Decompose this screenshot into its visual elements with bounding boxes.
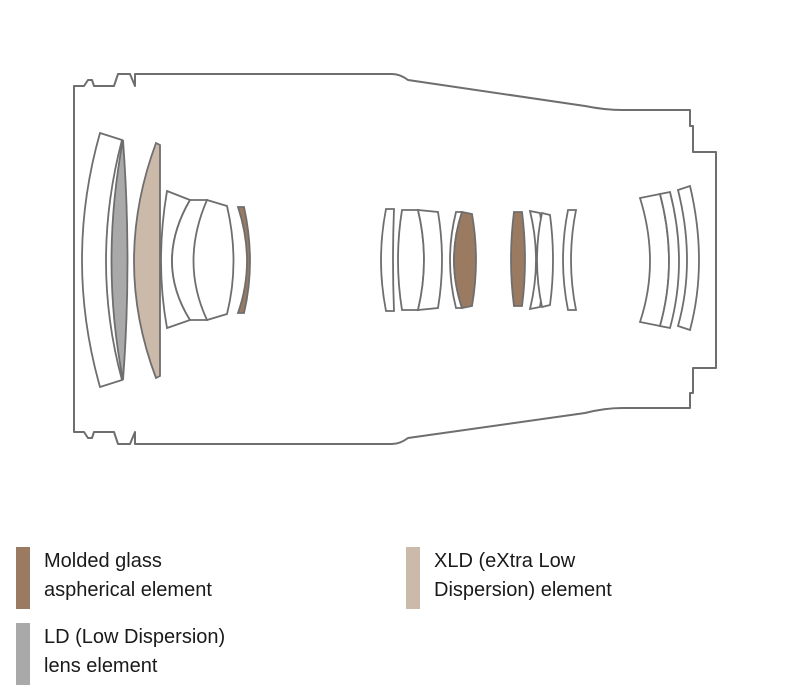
lens-element-2-ld (110, 139, 129, 381)
legend-molded-line2: aspherical element (44, 579, 212, 601)
lens-element-15 (536, 211, 554, 309)
legend-molded-line1: Molded glass (44, 550, 162, 572)
legend-label-ld: LD (Low Dispersion) lens element (44, 623, 225, 681)
legend-swatch-xld (406, 547, 420, 609)
legend-label-molded-glass: Molded glass aspherical element (44, 547, 212, 605)
legend-label-xld: XLD (eXtra Low Dispersion) element (434, 547, 612, 605)
lens-element-1-meniscus (81, 131, 124, 389)
lens-element-6 (192, 198, 235, 322)
lens-element-9 (397, 209, 425, 311)
lens-element-19 (676, 184, 700, 332)
legend-swatch-ld (16, 623, 30, 685)
legend-item-ld: LD (Low Dispersion) lens element (16, 623, 225, 685)
legend-item-molded-glass: Molded glass aspherical element (16, 547, 212, 609)
legend-ld-line2: lens element (44, 655, 158, 677)
legend-xld-line2: Dispersion) element (434, 579, 612, 601)
lens-element-3-xld (133, 141, 161, 380)
legend-xld-line1: XLD (eXtra Low (434, 550, 576, 572)
lens-element-13-molded-asph (510, 211, 526, 307)
lens-element-16 (562, 209, 578, 311)
lens-barrel-outline (73, 73, 717, 445)
lens-element-10 (416, 208, 443, 312)
legend-swatch-molded-glass (16, 547, 30, 609)
lens-element-18 (658, 190, 680, 330)
lens-element-12-molded-asph (453, 210, 477, 310)
legend-ld-line1: LD (Low Dispersion) (44, 626, 226, 648)
legend-item-xld: XLD (eXtra Low Dispersion) element (406, 547, 612, 609)
lens-element-7-molded-asph (236, 206, 251, 314)
lens-element-8 (380, 208, 395, 312)
lens-construction-diagram (73, 73, 717, 445)
